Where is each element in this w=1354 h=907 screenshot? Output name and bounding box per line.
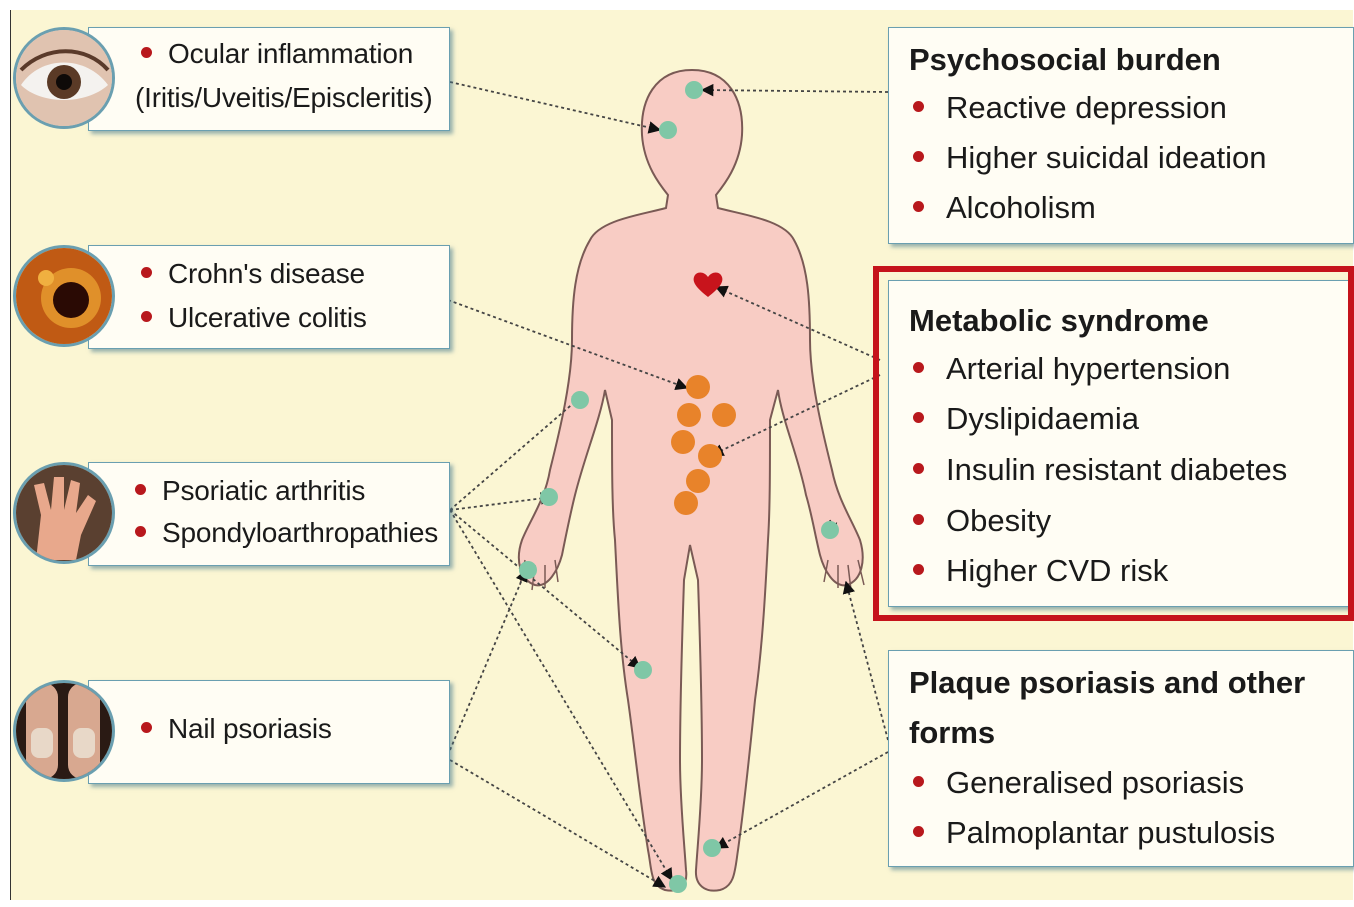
bullet-icon: [135, 484, 146, 495]
bullet-icon: [913, 201, 924, 212]
bullet-icon: [913, 151, 924, 162]
bowel-box: Crohn's disease Ulcerative colitis: [88, 245, 450, 349]
box-title: Psychosocial burden: [909, 42, 1221, 78]
list-item: Palmoplantar pustulosis: [913, 815, 1275, 851]
bullet-icon: [135, 526, 146, 537]
list-item: Spondyloarthropathies: [135, 517, 438, 549]
bullet-icon: [141, 47, 152, 58]
bullet-icon: [913, 826, 924, 837]
list-item: Ulcerative colitis: [141, 302, 367, 334]
hand-icon: [13, 462, 115, 564]
list-item: (Iritis/Uveitis/Episcleritis): [135, 82, 433, 114]
nail-icon: [13, 680, 115, 782]
bullet-icon: [141, 267, 152, 278]
list-item: Ocular inflammation: [141, 38, 413, 70]
bullet-icon: [913, 101, 924, 112]
list-item: Psoriatic arthritis: [135, 475, 365, 507]
bullet-icon: [913, 776, 924, 787]
list-item: Higher suicidal ideation: [913, 140, 1267, 176]
intestine-icon: [13, 245, 115, 347]
metabolic-highlight-frame: [873, 266, 1354, 621]
psychosocial-box: Psychosocial burden Reactive depression …: [888, 27, 1354, 244]
list-item: Alcoholism: [913, 190, 1096, 226]
nail-box: Nail psoriasis: [88, 680, 450, 784]
eye-icon: [13, 27, 115, 129]
list-item: Crohn's disease: [141, 258, 365, 290]
joints-box: Psoriatic arthritis Spondyloarthropathie…: [88, 462, 450, 566]
list-item: Nail psoriasis: [141, 713, 332, 745]
list-item: Reactive depression: [913, 90, 1227, 126]
bullet-icon: [141, 722, 152, 733]
ocular-box: Ocular inflammation (Iritis/Uveitis/Epis…: [88, 27, 450, 131]
bullet-icon: [141, 311, 152, 322]
box-title-line-1: Plaque psoriasis and other: [909, 665, 1305, 701]
plaque-box: Plaque psoriasis and other forms General…: [888, 650, 1354, 867]
box-title-line-2: forms: [909, 715, 995, 751]
list-item: Generalised psoriasis: [913, 765, 1244, 801]
